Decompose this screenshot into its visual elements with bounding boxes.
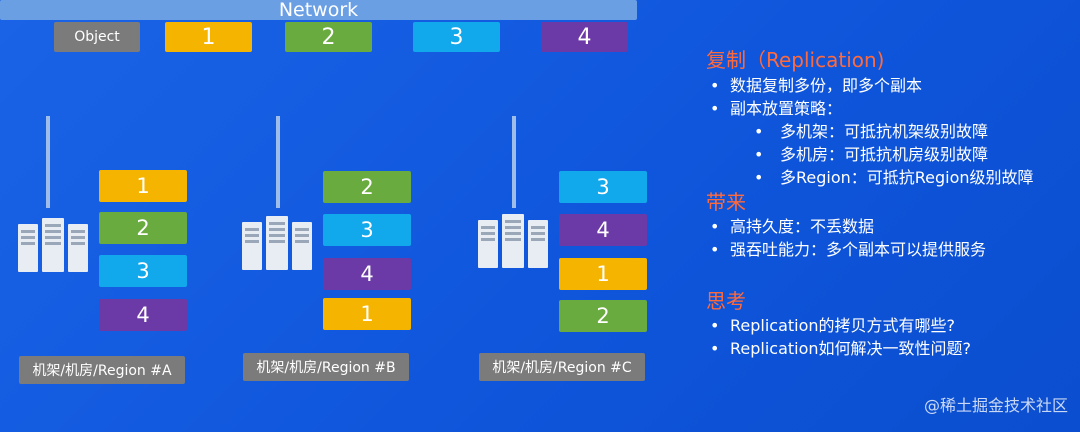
placement-item: 多机房：可抵抗机房级别故障	[754, 141, 1080, 165]
replication-item: 数据复制多份，即多个副本	[710, 72, 1080, 96]
connector-line-a	[46, 116, 50, 208]
replica-block: 2	[323, 171, 411, 203]
legend-block-1: 1	[165, 22, 252, 52]
replica-block: 1	[323, 298, 411, 330]
legend-block-2: 2	[285, 22, 372, 52]
thinking-item: Replication的拷贝方式有哪些?	[710, 312, 1080, 336]
replica-block: 1	[559, 258, 647, 290]
server-icon	[478, 214, 548, 268]
benefits-heading: 带来	[706, 190, 746, 214]
replica-block: 4	[99, 299, 187, 331]
replication-heading: 复制（Replication)	[706, 48, 885, 72]
benefits-item: 强吞吐能力：多个副本可以提供服务	[710, 236, 1080, 260]
watermark: @稀土掘金技术社区	[923, 396, 1068, 415]
legend-block-4: 4	[541, 22, 628, 52]
rack-label-a: 机架/机房/Region #A	[19, 356, 185, 384]
replica-block: 4	[559, 214, 647, 246]
replica-block: 1	[99, 170, 187, 202]
replica-block: 2	[559, 300, 647, 332]
network-bar: Network	[0, 0, 637, 21]
network-label: Network	[278, 0, 359, 21]
replica-block: 3	[559, 171, 647, 203]
replication-item: 副本放置策略：	[710, 95, 1080, 119]
legend-object: Object	[54, 22, 140, 52]
rack-label-c: 机架/机房/Region #C	[479, 353, 645, 381]
replica-block: 3	[323, 214, 411, 246]
connector-line-c	[512, 116, 516, 208]
legend-block-3: 3	[413, 22, 500, 52]
replica-block: 4	[323, 258, 411, 290]
rack-label-b: 机架/机房/Region #B	[243, 353, 409, 381]
placement-item: 多机架：可抵抗机架级别故障	[754, 118, 1080, 142]
server-icon	[18, 218, 88, 272]
connector-line-b	[276, 116, 280, 208]
thinking-item: Replication如何解决一致性问题?	[710, 335, 1080, 359]
server-icon	[242, 216, 312, 270]
replica-block: 2	[99, 212, 187, 244]
placement-item: 多Region：可抵抗Region级别故障	[754, 164, 1080, 188]
benefits-item: 高持久度：不丢数据	[710, 213, 1080, 237]
thinking-heading: 思考	[706, 289, 746, 313]
replica-block: 3	[99, 255, 187, 287]
